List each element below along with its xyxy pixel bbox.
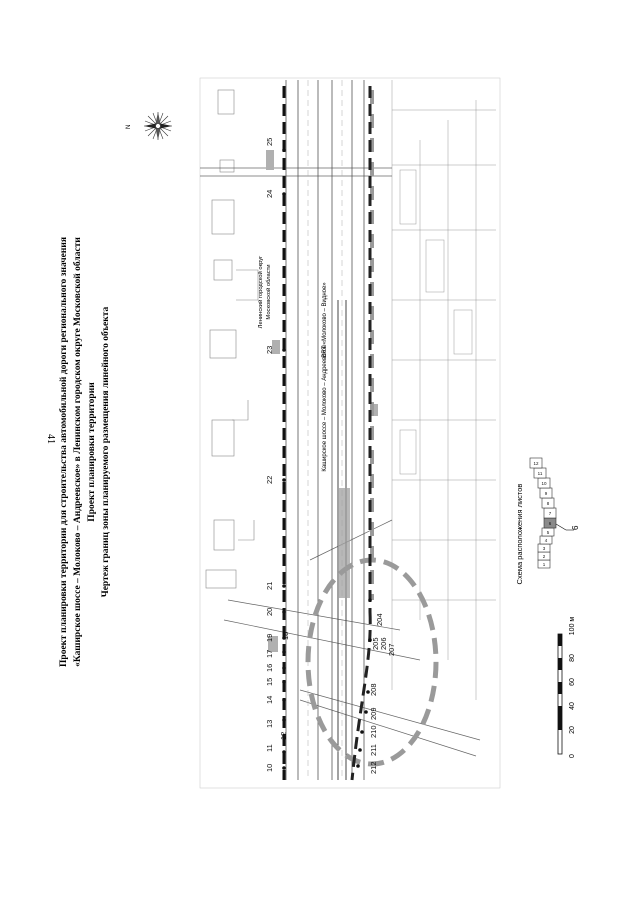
sheet-cell-current: 6 <box>549 521 552 526</box>
page-number: 41 <box>45 434 56 444</box>
map-area: Ленинский городской округ Московской обл… <box>199 77 501 789</box>
sheet-cell: 8 <box>547 501 550 506</box>
point-number-labels: 10 11 12 13 14 15 16 17 18 19 20 21 22 2… <box>265 138 396 774</box>
scale-tick-label: 80 <box>569 654 576 662</box>
point-label: 205 <box>371 637 380 650</box>
title-line-2: «Каширское шоссе – Молоково – Андреевско… <box>72 237 83 667</box>
current-sheet-number: 6 <box>571 525 580 530</box>
point-label: 25 <box>265 138 274 146</box>
point-label: 10 <box>265 764 274 772</box>
point-label: 22 <box>265 476 274 484</box>
point-label: 17 <box>265 650 274 658</box>
point-label: 208 <box>369 683 378 696</box>
title-block: Проект планировки территории для строите… <box>58 237 111 667</box>
sheet-cell: 3 <box>543 546 546 551</box>
point-label: 14 <box>265 696 274 704</box>
sheet-cell: 11 <box>538 471 543 476</box>
sheet-cell: 5 <box>547 530 550 535</box>
title-line-1: Проект планировки территории для строите… <box>58 237 69 667</box>
cross-roads <box>200 167 481 757</box>
building-outlines <box>205 89 259 589</box>
district-label: Ленинский городской округ <box>257 256 264 329</box>
sheet-cell: 4 <box>545 538 548 543</box>
scale-tick-label: 0 <box>569 754 576 758</box>
point-label: 18 <box>281 632 290 640</box>
title-line-4: Чертеж границ зоны планируемого размещен… <box>100 306 111 597</box>
point-label: 206 <box>379 637 388 650</box>
sheet-cell: 1 <box>543 562 546 567</box>
point-label: 19 <box>265 634 274 642</box>
point-label: 15 <box>265 678 274 686</box>
point-label: 13 <box>265 720 274 728</box>
point-label: 210 <box>369 725 378 738</box>
point-label: 212 <box>369 761 378 774</box>
point-label: 16 <box>265 664 274 672</box>
title-line-3: Проект планировки территории <box>87 382 97 522</box>
road-main-label: Каширское шоссе – Молоково – Андреевское <box>322 344 328 472</box>
compass-rose-icon <box>144 112 172 140</box>
point-label: 23 <box>265 346 274 354</box>
scale-tick-label: 100 м <box>569 617 576 636</box>
scale-tick-label: 40 <box>569 702 576 710</box>
sheet-scheme-title: Схема расположения листов <box>515 484 524 585</box>
boundary-points <box>282 148 372 770</box>
point-label: 204 <box>375 613 384 626</box>
zone-boundary-gray <box>305 90 439 767</box>
point-label: 207 <box>387 643 396 656</box>
region-label: Московской области <box>265 264 272 319</box>
point-label: 209 <box>369 707 378 720</box>
point-label: 12 <box>279 732 288 740</box>
point-label: 21 <box>265 582 274 590</box>
parcel-grid <box>391 80 496 700</box>
sheet-cell: 10 <box>541 481 547 486</box>
sheet-cell: 12 <box>533 461 539 466</box>
sheet-cell: 9 <box>545 491 548 496</box>
scale-tick-label: 20 <box>569 726 576 734</box>
sheet-cell: 7 <box>549 511 552 516</box>
compass-label: N <box>126 125 132 129</box>
sheet-cell: 2 <box>543 554 546 559</box>
point-label: 24 <box>265 190 274 198</box>
road-brt-label: BRT «Молоково – Видное» <box>322 282 328 358</box>
point-label: 11 <box>265 744 274 752</box>
zone-boundary-black <box>282 86 372 781</box>
point-label: 211 <box>369 744 378 756</box>
sheet-layout-scheme: Схема расположения листов 1 2 3 4 5 6 7 … <box>515 457 580 585</box>
scale-bar: 0 20 40 60 80 100 м <box>557 617 576 758</box>
scale-tick-label: 60 <box>569 678 576 686</box>
point-label: 20 <box>265 608 274 616</box>
